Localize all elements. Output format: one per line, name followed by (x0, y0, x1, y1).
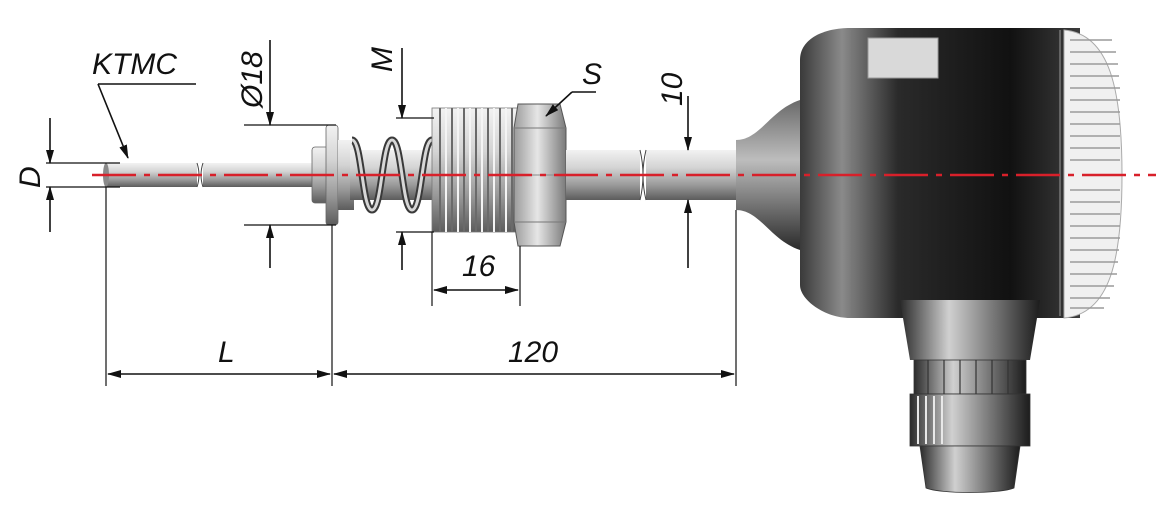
label-ktmc: KTMC (92, 48, 177, 81)
connection-head (736, 28, 1123, 360)
label-l: L (218, 336, 235, 369)
threaded-fitting (431, 107, 521, 233)
dim-s: S (545, 58, 602, 117)
dim-one-twenty: 120 (333, 210, 737, 386)
label-diameter: Ø18 (236, 51, 269, 109)
dim-d: D (14, 118, 120, 232)
label-sixteen: 16 (462, 250, 496, 283)
cable-gland (909, 359, 1031, 493)
label-ten: 10 (656, 72, 689, 106)
label-m: M (366, 47, 399, 72)
label-s: S (582, 58, 602, 91)
dim-ten: 10 (656, 72, 692, 268)
dim-l: L (105, 187, 333, 386)
label-d: D (14, 166, 47, 188)
dim-ktmc: KTMC (92, 48, 196, 159)
dim-sixteen: 16 (431, 232, 521, 306)
dim-diameter: Ø18 (236, 40, 336, 268)
label-one-twenty: 120 (508, 336, 558, 369)
dim-m: M (366, 47, 434, 270)
